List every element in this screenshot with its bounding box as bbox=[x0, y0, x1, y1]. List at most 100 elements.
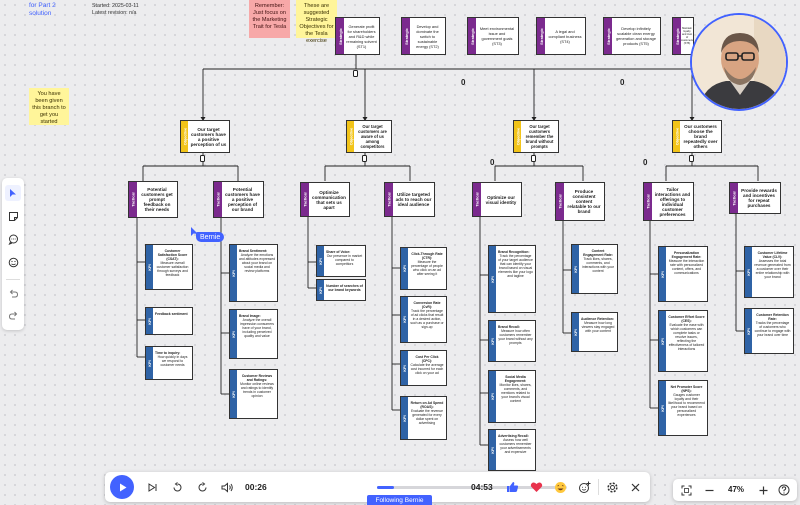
kpi-tab: KPI bbox=[231, 269, 236, 277]
volume-button[interactable] bbox=[218, 478, 236, 496]
kpi-tab: KPI bbox=[318, 257, 323, 265]
add-reaction-button[interactable] bbox=[575, 478, 593, 496]
kpi-description: Monitor online reviews and ratings to id… bbox=[240, 382, 274, 398]
kpi-title: Brand Recognition: bbox=[498, 250, 530, 254]
counter-box[interactable] bbox=[200, 155, 205, 162]
rewind-button[interactable] bbox=[168, 478, 186, 496]
heart-icon bbox=[530, 482, 542, 492]
zoom-in-button[interactable] bbox=[755, 482, 771, 498]
objective-tab: Objective bbox=[182, 127, 188, 146]
tactical-text: Provide rewards and incentives for repea… bbox=[741, 188, 777, 208]
sticky-note-tool[interactable] bbox=[5, 208, 21, 224]
strategic-tab: Strategic bbox=[469, 27, 475, 45]
seek-bar[interactable] bbox=[377, 486, 567, 489]
help-button[interactable] bbox=[776, 482, 792, 498]
fit-to-screen-button[interactable] bbox=[678, 482, 694, 498]
select-tool[interactable] bbox=[5, 185, 21, 201]
emoji-tool[interactable] bbox=[5, 254, 21, 270]
kpi-tab: KPI bbox=[402, 364, 407, 372]
close-player-button[interactable] bbox=[626, 478, 644, 496]
objective-tab: Objective bbox=[515, 127, 521, 146]
objective-text: Our customers choose the brand repeatedl… bbox=[683, 124, 718, 149]
yellow-sticky-objectives[interactable]: These are suggested Strategic Objectives… bbox=[296, 0, 337, 44]
strategic-text: Maintain loyalty and trust of customers … bbox=[681, 27, 693, 45]
counter-box[interactable] bbox=[689, 155, 694, 162]
pink-sticky-note[interactable]: Remember: Just focus on the Marketing Tr… bbox=[249, 0, 290, 38]
zoom-out-button[interactable] bbox=[701, 482, 717, 498]
skip-forward-button[interactable] bbox=[143, 478, 161, 496]
following-presenter-label[interactable]: Following Bernie bbox=[367, 495, 432, 505]
zoom-level[interactable]: 47% bbox=[728, 485, 745, 494]
play-pause-button[interactable] bbox=[110, 475, 134, 499]
redo-button[interactable] bbox=[5, 307, 21, 323]
kpi-title: Audience Retention: bbox=[581, 317, 614, 321]
kpi-title: Content Engagement Rate: bbox=[583, 249, 613, 257]
part2-solution-link[interactable]: for Part 2 solution bbox=[29, 2, 56, 18]
counter-box[interactable] bbox=[353, 70, 358, 77]
thumbs-up-reaction[interactable] bbox=[503, 478, 521, 496]
thumbs-up-icon bbox=[506, 482, 518, 492]
kpi-title: Number of searches of our brand keywords bbox=[326, 284, 363, 292]
forward-button[interactable] bbox=[193, 478, 211, 496]
counter-box[interactable] bbox=[362, 155, 367, 162]
undo-button[interactable] bbox=[5, 285, 21, 301]
gear-icon bbox=[606, 481, 618, 493]
tactical-text: Tailor interactions and offerings to ind… bbox=[654, 186, 691, 217]
kpi-title: Brand Sentiment: bbox=[239, 249, 268, 253]
kpi-tab: KPI bbox=[402, 414, 407, 422]
kpi-title: Personalization Engagement Rate: bbox=[671, 251, 702, 259]
heart-reaction[interactable] bbox=[527, 478, 545, 496]
laughing-reaction[interactable] bbox=[551, 478, 569, 496]
kpi-tab: KPI bbox=[147, 359, 152, 367]
counter-box[interactable] bbox=[531, 155, 536, 162]
strategic-text: Develop and dominate the switch to susta… bbox=[416, 23, 439, 49]
settings-button[interactable] bbox=[603, 478, 621, 496]
yellow-sticky-branch[interactable]: You have been given this branch to get y… bbox=[29, 88, 69, 125]
counter-badge: 0 bbox=[643, 158, 648, 167]
seek-bar-progress bbox=[377, 486, 395, 489]
comment-tool[interactable] bbox=[5, 231, 21, 247]
